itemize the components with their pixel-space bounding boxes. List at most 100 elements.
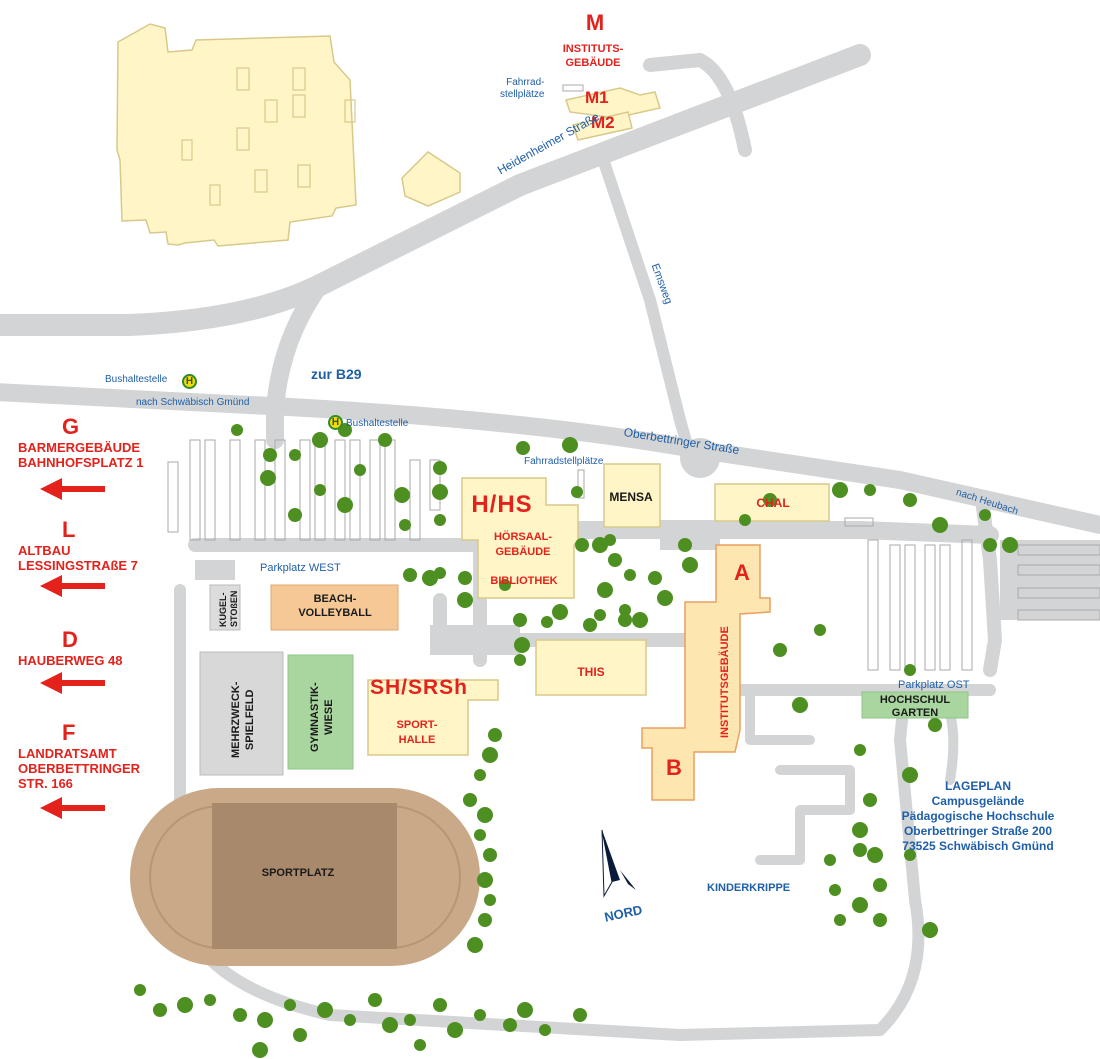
- tree: [873, 913, 887, 927]
- tree: [516, 441, 530, 455]
- tree: [624, 569, 636, 581]
- tree: [134, 984, 146, 996]
- tree: [562, 437, 578, 453]
- kugelstossen-label: KUGEL- STOßEN: [218, 591, 240, 627]
- tree: [682, 557, 698, 573]
- building-institut-label: INSTITUTSGEBÄUDE: [719, 626, 731, 738]
- tree: [763, 493, 777, 507]
- destination-d: D HAUBERWEG 48: [18, 627, 123, 668]
- tree: [648, 571, 662, 585]
- destination-f: F LANDRATSAMT OBERBETTRINGER STR. 166: [18, 720, 140, 791]
- destination-line-1: BARMERGEBÄUDE: [18, 440, 141, 455]
- tree: [539, 1024, 551, 1036]
- tree: [583, 618, 597, 632]
- building-m-code: M: [585, 10, 605, 35]
- hochschulgarten-line-2: GARTEN: [891, 707, 939, 719]
- tree: [573, 1008, 587, 1022]
- hochschulgarten-line-1: HOCHSCHUL: [879, 694, 951, 706]
- tree: [597, 582, 613, 598]
- destination-line-2: OBERBETTRINGER: [18, 761, 141, 776]
- building-m1-label: M1: [585, 88, 609, 107]
- direction-zur-b29: zur B29: [311, 366, 362, 382]
- building-m-name-line-1: INSTITUTS-: [562, 43, 624, 55]
- mehrzweck-line-1: MEHRZWECK-: [230, 681, 242, 758]
- tree: [873, 878, 887, 892]
- tree: [514, 637, 530, 653]
- tree: [317, 1002, 333, 1018]
- tree: [257, 1012, 273, 1028]
- tree: [284, 999, 296, 1011]
- large-building-top-left: [116, 23, 461, 247]
- building-hhs-name: HÖRSAAL- GEBÄUDE: [494, 530, 552, 560]
- tree: [604, 534, 616, 546]
- destination-code: G: [62, 414, 80, 439]
- tree: [594, 609, 606, 621]
- tree: [903, 493, 917, 507]
- tree: [867, 847, 883, 863]
- legend-subtitle: Campusgelände: [931, 794, 1025, 808]
- tree: [293, 1028, 307, 1042]
- bus-stop-icon-1: H: [182, 374, 197, 389]
- building-m-name-line-2: GEBÄUDE: [565, 57, 621, 69]
- tree: [592, 537, 608, 553]
- tree: [484, 894, 496, 906]
- legend-line-2: Oberbettringer Straße 200: [903, 824, 1053, 838]
- building-sh-name-line-1: SPORT-: [396, 719, 438, 731]
- building-this: THIS: [577, 665, 605, 679]
- bus-stop-label-2: Bushaltestelle: [346, 418, 409, 429]
- building-sh-code: SH/SRSh: [370, 676, 469, 699]
- destination-line-3: STR. 166: [18, 776, 73, 791]
- tree: [368, 993, 382, 1007]
- tree: [483, 848, 497, 862]
- tree: [853, 843, 867, 857]
- destination-code: D: [62, 627, 78, 652]
- tree: [231, 424, 243, 436]
- tree: [513, 613, 527, 627]
- legend-line-3: 73525 Schwäbisch Gmünd: [902, 839, 1054, 853]
- destination-code: L: [62, 517, 76, 542]
- tree: [458, 571, 472, 585]
- tree: [422, 570, 438, 586]
- tree: [922, 922, 938, 938]
- tree: [399, 519, 411, 531]
- tree: [414, 1039, 426, 1051]
- bus-stop-label-1: Bushaltestelle: [105, 374, 168, 385]
- tree: [434, 514, 446, 526]
- tree: [657, 590, 673, 606]
- building-hhs-name-line-1: HÖRSAAL-: [493, 531, 553, 543]
- tree: [337, 497, 353, 513]
- tree: [433, 998, 447, 1012]
- tree: [792, 697, 808, 713]
- tree: [619, 604, 631, 616]
- tree: [618, 613, 632, 627]
- tree: [467, 937, 483, 953]
- direction-nach-gmuend: nach Schwäbisch Gmünd: [136, 397, 250, 408]
- tree: [314, 484, 326, 496]
- building-a-code: A: [734, 560, 750, 585]
- legend-line-1: Pädagogische Hochschule: [901, 809, 1055, 823]
- bike-parking-m-line-1: Fahrrad-: [506, 77, 545, 88]
- tree: [814, 624, 826, 636]
- institutsgebaeude: [641, 544, 771, 801]
- tree: [312, 432, 328, 448]
- plaza-areas: [195, 438, 1100, 655]
- tree: [260, 470, 276, 486]
- tree: [773, 643, 787, 657]
- tree: [904, 664, 916, 676]
- tree: [463, 793, 477, 807]
- building-b-code: B: [666, 755, 682, 780]
- tree: [904, 849, 916, 861]
- mehrzweck-label: MEHRZWECK- SPIELFELD: [229, 682, 257, 758]
- beachvolleyball-line-1: BEACH-: [313, 593, 357, 605]
- tree: [204, 994, 216, 1006]
- tree: [517, 1002, 533, 1018]
- tree: [394, 487, 410, 503]
- mehrzweck-line-2: SPIELFELD: [244, 689, 256, 751]
- building-chal: CHAL: [756, 496, 790, 510]
- tree: [983, 538, 997, 552]
- destination-line-2: LESSINGSTRAßE 7: [18, 558, 138, 573]
- destination-g: G BARMERGEBÄUDE BAHNHOFSPLATZ 1: [18, 414, 143, 470]
- gymnastikwiese-line-2: WIESE: [323, 699, 335, 735]
- tree: [928, 718, 942, 732]
